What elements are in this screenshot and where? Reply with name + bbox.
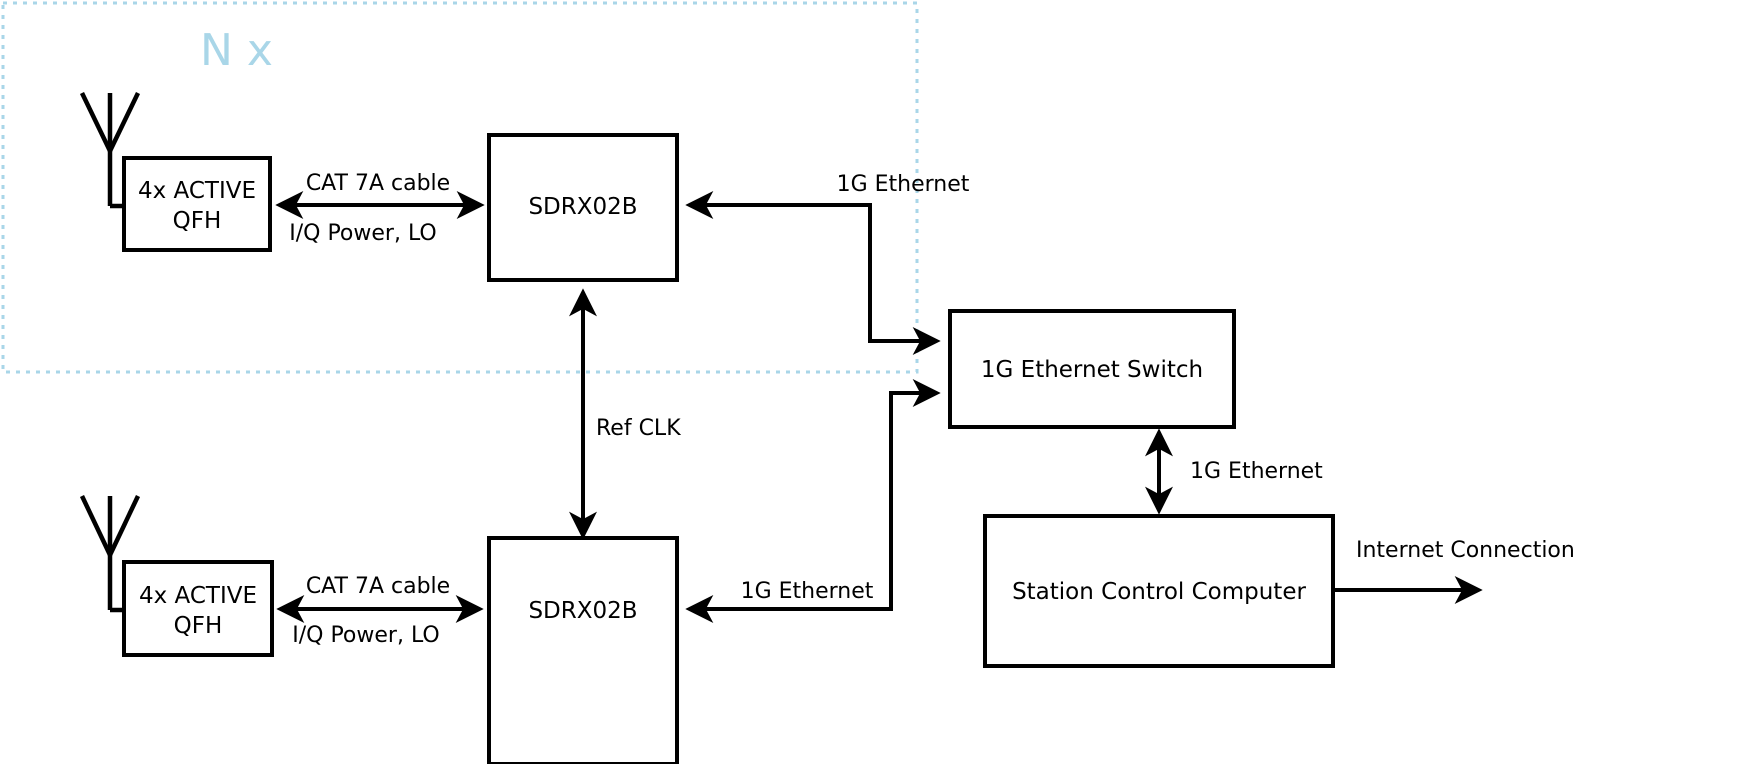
block-ethernet-switch-label: 1G Ethernet Switch (981, 357, 1203, 383)
block-ethernet-switch[interactable] (948, 309, 1236, 429)
group-multiplier-label: N x (200, 25, 273, 76)
wire-ethernet-bottom-label: 1G Ethernet (741, 579, 874, 604)
wire-cat7a-bottom-label: CAT 7A cable (306, 574, 450, 599)
block-station-control-computer-label: Station Control Computer (1012, 579, 1306, 605)
block-qfh-bottom[interactable] (122, 560, 274, 657)
wire-ethernet-bottom (685, 379, 941, 623)
wire-ethernet-top-label: 1G Ethernet (837, 172, 970, 197)
wire-cat7a-top-label: CAT 7A cable (306, 171, 450, 196)
block-qfh-top[interactable] (122, 156, 272, 252)
wire-iq-power-lo-bottom-label: I/Q Power, LO (292, 623, 440, 648)
block-qfh-top-label-line2: QFH (173, 208, 222, 234)
block-sdrx02b-bottom[interactable] (487, 536, 679, 764)
wire-ethernet-top (685, 191, 941, 355)
antenna-bottom-icon (79, 495, 141, 613)
block-qfh-top-label-line1: 4x ACTIVE (138, 178, 256, 204)
block-sdrx02b-top-label: SDRX02B (528, 194, 637, 220)
block-station-control-computer[interactable] (983, 514, 1335, 668)
block-sdrx02b-bottom-label: SDRX02B (528, 598, 637, 624)
block-qfh-bottom-label-line2: QFH (174, 613, 223, 639)
wire-ref-clk-label: Ref CLK (596, 416, 681, 441)
wire-iq-power-lo-top-label: I/Q Power, LO (289, 221, 437, 246)
wire-ethernet-switch-computer-label: 1G Ethernet (1190, 459, 1323, 484)
block-qfh-bottom-label-line1: 4x ACTIVE (139, 583, 257, 609)
group-boundary-box (1, 1, 919, 374)
wire-internet-connection-label: Internet Connection (1356, 538, 1575, 563)
block-sdrx02b-top[interactable] (487, 133, 679, 282)
